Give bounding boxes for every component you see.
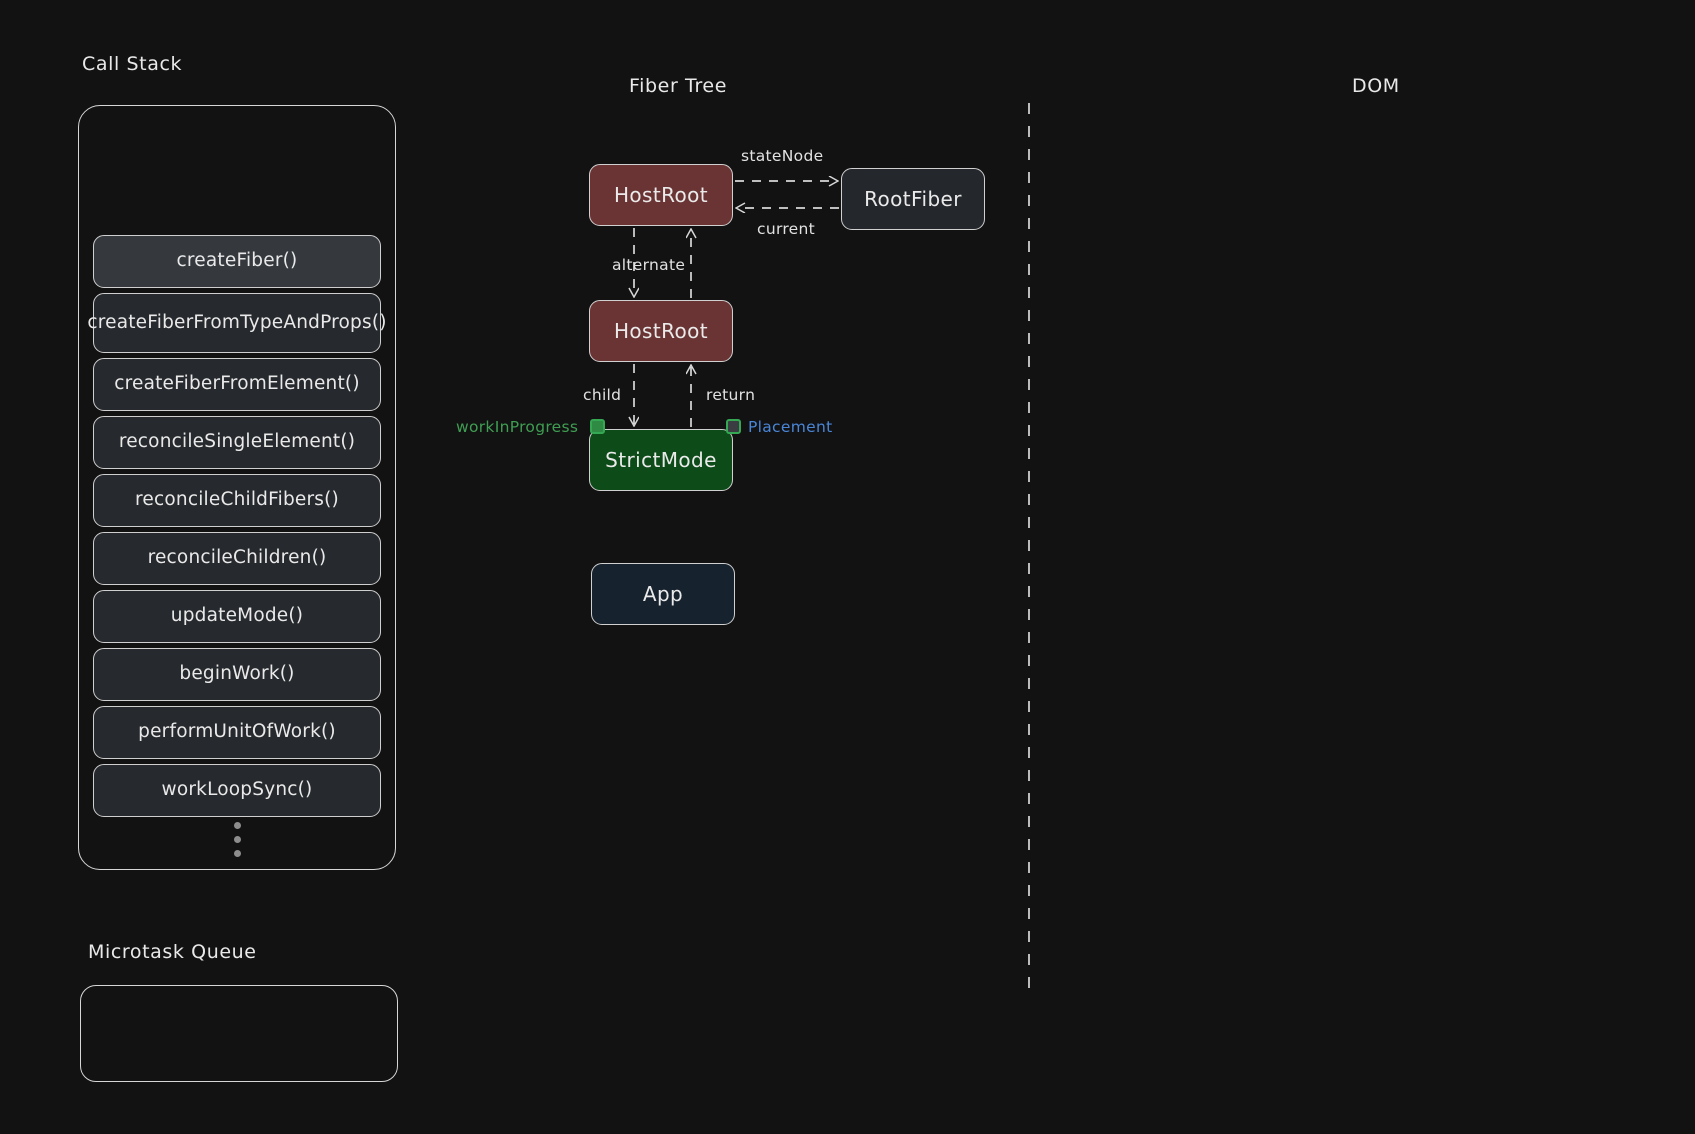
flag-label-placement: Placement	[748, 418, 833, 436]
call-stack-panel: workLoopSync()performUnitOfWork()beginWo…	[78, 105, 396, 870]
fiber-node-app[interactable]: App	[591, 563, 735, 625]
fiber-tree-heading: Fiber Tree	[629, 75, 728, 97]
dot-icon	[233, 822, 241, 829]
call-stack-frame-line: TypeAndProps()	[240, 311, 387, 333]
microtask-queue-heading: Microtask Queue	[88, 941, 257, 963]
edge-label-return: return	[706, 386, 756, 404]
fiber-node-label: StrictMode	[605, 448, 717, 472]
call-stack-frame[interactable]: beginWork()	[93, 648, 381, 701]
call-stack-frame[interactable]: performUnitOfWork()	[93, 706, 381, 759]
fiber-node-strict-mode[interactable]: StrictMode	[589, 429, 733, 491]
call-stack-frame-list: workLoopSync()performUnitOfWork()beginWo…	[79, 235, 395, 817]
call-stack-frame-line: createFiberFrom	[87, 311, 241, 333]
fiber-node-label: App	[642, 582, 684, 606]
flag-label-work-in-progress: workInProgress	[456, 418, 579, 436]
fiber-node-root-fiber[interactable]: RootFiber	[841, 168, 985, 230]
dot-icon	[233, 836, 241, 843]
fiber-node-label: HostRoot	[613, 319, 709, 343]
call-stack-frame[interactable]: reconcileSingleElement()	[93, 416, 381, 469]
fiber-node-label: RootFiber	[864, 187, 962, 211]
call-stack-frame[interactable]: reconcileChildren()	[93, 532, 381, 585]
call-stack-frame[interactable]: reconcileChildFibers()	[93, 474, 381, 527]
call-stack-frame[interactable]: workLoopSync()	[93, 764, 381, 817]
call-stack-frame[interactable]: createFiber()	[93, 235, 381, 288]
work-in-progress-marker-icon	[590, 419, 605, 434]
placement-flag-marker-icon	[726, 419, 741, 434]
dot-icon	[233, 850, 241, 857]
edge-label-current: current	[757, 220, 816, 238]
edge-label-child: child	[583, 386, 622, 404]
call-stack-frame[interactable]: createFiberFromElement()	[93, 358, 381, 411]
fiber-node-label: HostRoot	[613, 183, 709, 207]
call-stack-heading: Call Stack	[82, 53, 183, 75]
edge-label-alternate: alternate	[612, 256, 686, 274]
fiber-node-host-root-current[interactable]: HostRoot	[589, 164, 733, 226]
microtask-queue-panel	[80, 985, 398, 1082]
dom-heading: DOM	[1352, 75, 1400, 97]
call-stack-frame[interactable]: updateMode()	[93, 590, 381, 643]
call-stack-overflow-icon	[79, 822, 395, 857]
fiber-node-host-root-workinprogress[interactable]: HostRoot	[589, 300, 733, 362]
edge-label-state-node: stateNode	[741, 147, 824, 165]
